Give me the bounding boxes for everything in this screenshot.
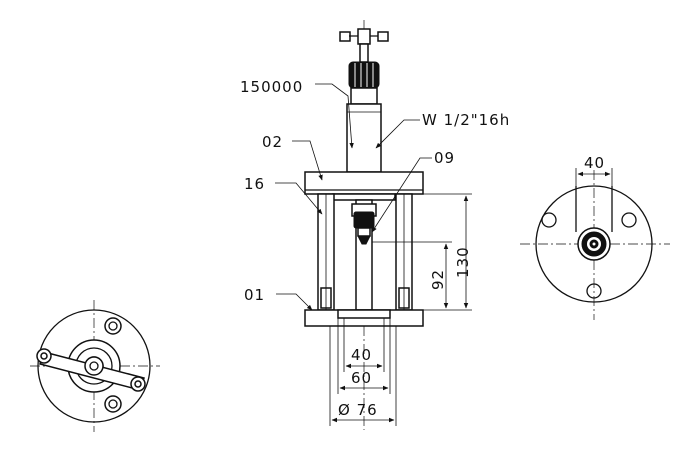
label-01: 01 — [244, 286, 265, 304]
dim-bottom-40: 40 — [351, 346, 372, 364]
label-16: 16 — [244, 175, 265, 193]
columns — [317, 193, 413, 311]
top-view — [520, 168, 670, 320]
label-150000: 150000 — [240, 78, 303, 96]
dim-92: 92 — [429, 269, 447, 290]
t-handle — [339, 28, 389, 63]
label-02: 02 — [262, 133, 283, 151]
dim-bottom-76: Ø 76 — [338, 401, 378, 419]
label-thread: W 1/2"16h — [422, 111, 510, 129]
bottom-view — [30, 300, 160, 432]
base-plate — [304, 309, 424, 327]
knurled-knob — [348, 61, 380, 89]
dim-130: 130 — [454, 246, 472, 278]
dim-top-view-width: 40 — [584, 154, 605, 172]
label-09: 09 — [434, 149, 455, 167]
front-view — [275, 20, 472, 430]
dim-bottom-60: 60 — [351, 369, 372, 387]
